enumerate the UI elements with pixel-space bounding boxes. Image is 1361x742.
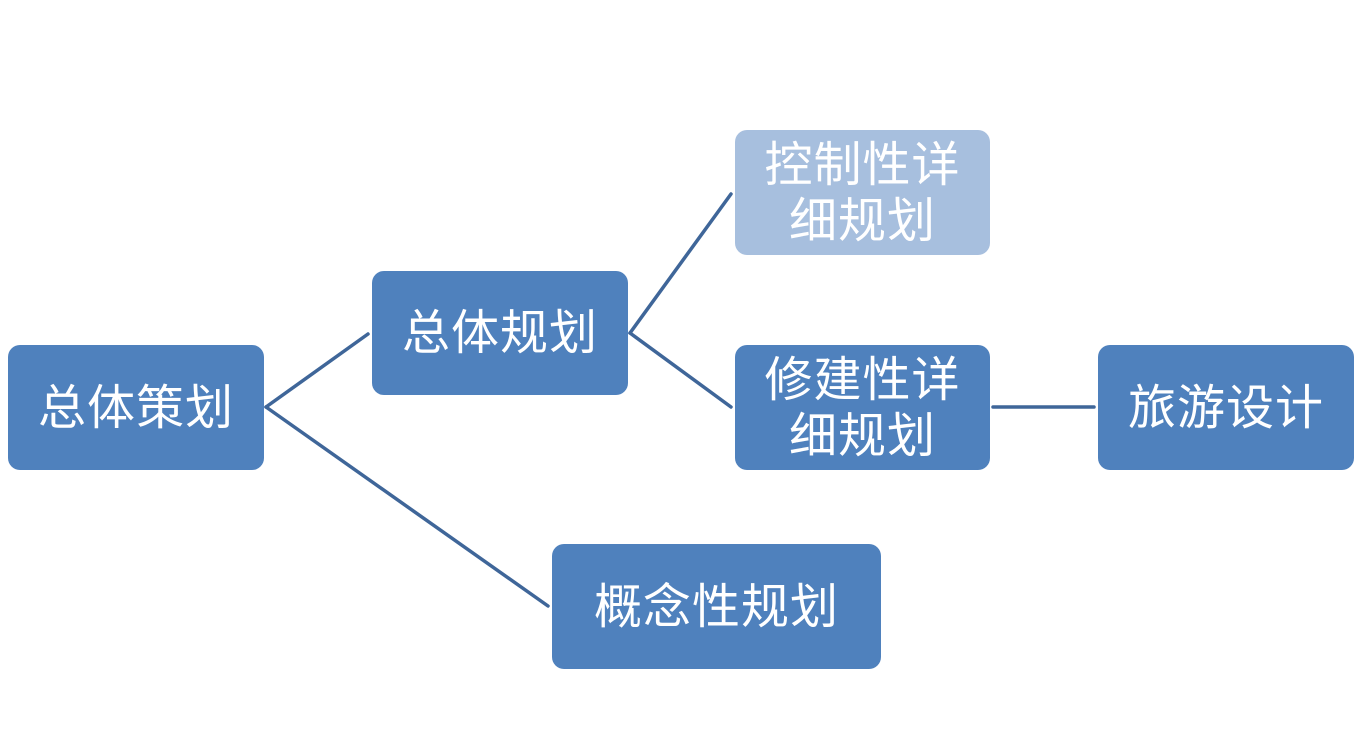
node-label-line: 概念性规划 xyxy=(593,578,839,635)
node-label-line: 总体策划 xyxy=(37,379,234,436)
node-label-line: 旅游设计 xyxy=(1127,379,1324,436)
connector-master-build xyxy=(628,331,733,409)
node-label-line: 细规划 xyxy=(788,192,936,249)
node-label-line: 总体规划 xyxy=(401,305,598,361)
connector-root-concept xyxy=(264,405,550,608)
node-master-plan: 总体规划 xyxy=(372,271,628,395)
node-conceptual-plan: 概念性规划 xyxy=(552,544,881,669)
node-overall-planning: 总体策划 xyxy=(8,345,264,470)
connector-root-master xyxy=(264,332,370,409)
node-label-line: 控制性详 xyxy=(764,136,961,193)
node-label-line: 细规划 xyxy=(788,407,936,464)
node-regulatory-detailed-plan: 控制性详 细规划 xyxy=(735,130,990,255)
node-label-line: 修建性详 xyxy=(764,351,961,408)
node-tourism-design: 旅游设计 xyxy=(1098,345,1354,470)
connector-master-control xyxy=(628,192,733,335)
node-constructive-detailed-plan: 修建性详 细规划 xyxy=(735,345,990,470)
